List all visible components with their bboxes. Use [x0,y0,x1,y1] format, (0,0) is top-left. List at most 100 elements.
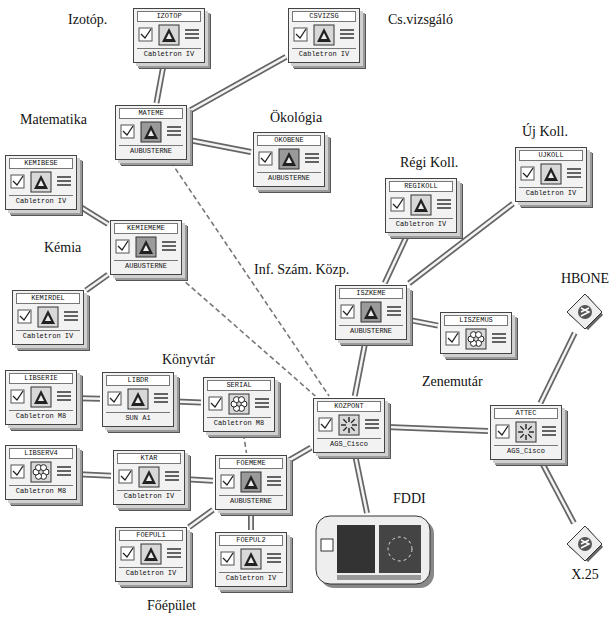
diamond-shape [566,293,604,331]
network-name: X.25 [569,567,601,583]
device-icon [207,393,271,415]
device-type: Cabletron IV [292,48,356,59]
device-type: AGS_Cisco [494,445,558,456]
device-box: IZOTOPCabletron IV [133,8,205,63]
site-label: Új Koll. [520,124,570,140]
site-label: Régi Koll. [398,155,460,171]
device-type: Cabletron IV [519,187,583,198]
device-icon [119,121,183,143]
device-icon [389,194,453,216]
device-type: AUBUSTERNE [339,325,403,336]
network-name: FDDI [391,491,428,507]
device-icon [317,414,381,436]
site-label: Inf. Szám. Közp. [252,262,351,278]
site-label: Kémia [42,240,83,256]
device-icon [494,421,558,443]
device-icon [114,236,178,258]
device-name: KTAR [117,453,181,464]
device-icon [292,24,356,46]
network-link [387,427,488,431]
device-type: Cabletron IV [119,567,183,578]
network-link [189,57,286,111]
network-link [289,448,311,461]
device-type: Cabletron IV [389,218,453,229]
device-box: LISZEMUS [440,312,512,354]
device-box: LIBDR SUN A1 [102,372,174,427]
device-name: MATEME [119,108,183,119]
device-icon [9,171,73,193]
site-label: Könyvtár [160,352,217,368]
device-box: LIBSERV4Cabletron M8 [5,445,77,500]
router-box: ATTEC AGS_Cisco [490,405,562,460]
network-link [542,462,574,523]
device-name: KOZPONT [317,401,381,412]
device-type: Cabletron IV [16,330,80,341]
device-name: ISZKEME [339,288,403,299]
device-type: AUBUSTERNE [119,145,183,156]
device-icon [519,163,583,185]
device-box: MATEME AUBUSTERNE [115,105,187,160]
network-link [86,275,108,291]
device-box: KEMIBESE Cabletron IV [5,155,77,210]
device-name: LIBSERV4 [9,448,73,459]
device-name: LIBSERIE [9,373,73,384]
device-type: SUN A1 [106,412,170,423]
device-icon [119,543,183,565]
device-type: Cabletron M8 [9,410,73,421]
network-link [189,510,213,527]
device-box: KEMIEMEME AUBUSTERNE [110,220,182,275]
device-icon [444,328,508,350]
device-box: OKOBENEAUBUSTERNE [253,132,325,187]
device-icon [219,548,283,570]
network-link [176,401,201,402]
fddi-panel: FDDI [315,515,435,589]
site-label: Izotóp. [66,12,109,28]
site-label: Cs.vizsgáló [386,12,455,28]
device-name: KEMIBESE [9,158,73,169]
device-box: KEMIRDEL Cabletron IV [12,290,84,345]
device-name: LIBDR [106,375,170,386]
network-name: HBONE [559,271,611,287]
device-icon [106,388,170,410]
network-link [79,474,111,475]
device-box: CSVIZSG Cabletron IV [288,8,360,63]
device-icon [137,24,201,46]
device-name: LISZEMUS [444,315,508,326]
network-link [540,333,574,403]
device-type: Cabletron IV [9,195,73,206]
device-icon [16,306,80,328]
device-name: REGIKOLL [389,181,453,192]
device-type: AUBUSTERNE [219,495,283,506]
device-type: Cabletron IV [219,572,283,583]
device-box: FOEPUL1Cabletron IV [115,527,187,582]
device-box: FOEPUL2Cabletron IV [215,532,287,587]
device-type: AUBUSTERNE [257,172,321,183]
device-box: ISZKEME AUBUSTERNE [335,285,407,340]
device-name: KEMIEMEME [114,223,178,234]
device-box: KTARCabletron IV [113,450,185,505]
device-name: CSVIZSG [292,11,356,22]
device-type: AGS_Cisco [317,438,381,449]
network-link [156,65,163,103]
device-box: UJKOLLCabletron IV [515,147,587,202]
network-link [79,206,108,224]
network-link [385,235,407,283]
diamond-shape [566,525,604,563]
device-icon [9,461,73,483]
device-type: Cabletron IV [137,48,201,59]
network-link [355,342,366,396]
device-type: AUBUSTERNE [114,260,178,271]
device-name: KEMIRDEL [16,293,80,304]
device-name: ATTEC [494,408,558,419]
router-box: KOZPONT AGS_Cisco [313,398,385,453]
device-box: FOEMEMEAUBUSTERNE [215,455,287,510]
device-box: LIBSERIE Cabletron M8 [5,370,77,425]
network-link [79,398,100,399]
network-diamond: X.25 [566,525,604,563]
site-label: Ökológia [268,110,324,126]
device-box: SERIALCabletron M8 [203,377,275,432]
site-label: Főépület [145,598,198,614]
network-link [187,479,213,480]
